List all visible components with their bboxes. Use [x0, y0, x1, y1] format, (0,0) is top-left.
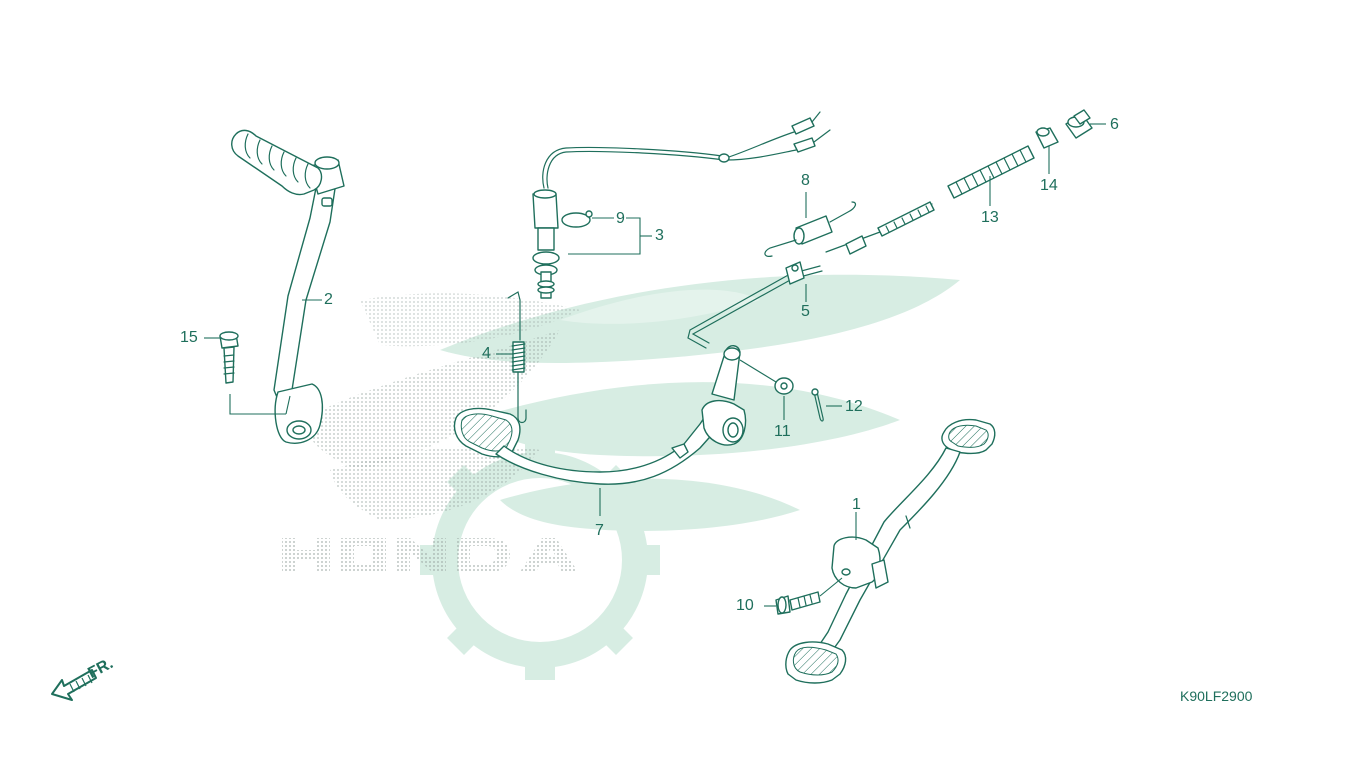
step-pedal-assembly — [785, 418, 996, 684]
cotter-pin — [811, 388, 824, 422]
step-pedal-bolt — [775, 591, 821, 615]
leader-15-bracket — [229, 394, 286, 415]
honda-wing-logo-watermark — [282, 274, 960, 680]
kick-starter-arm — [231, 129, 345, 444]
callout-15: 15 — [180, 329, 198, 346]
brake-pedal-return-spring — [507, 291, 527, 424]
callout-5: 5 — [801, 303, 810, 320]
callout-9: 9 — [616, 210, 625, 227]
callout-13: 13 — [981, 209, 999, 226]
brake-rod — [825, 201, 935, 255]
brake-rod-joint — [1035, 127, 1059, 149]
kick-arm-bolt — [219, 331, 239, 384]
brake-adjusting-nut — [1065, 109, 1093, 139]
stop-switch-assembly — [532, 111, 831, 299]
callout-6: 6 — [1110, 116, 1119, 133]
brake-rod-spring — [947, 145, 1035, 199]
brake-rod-arm — [687, 261, 823, 349]
front-direction-arrow-icon — [51, 669, 97, 701]
brake-pedal-washer — [774, 377, 794, 395]
callout-7: 7 — [595, 522, 604, 539]
callout-4: 4 — [482, 345, 491, 362]
callout-1: 1 — [852, 496, 861, 513]
brake-switch-spring — [764, 201, 857, 257]
callout-2: 2 — [324, 291, 333, 308]
seal-washer — [561, 210, 593, 228]
callout-12: 12 — [845, 398, 863, 415]
callout-3: 3 — [655, 227, 664, 244]
callout-11: 11 — [774, 423, 791, 440]
brake-pedal — [453, 345, 747, 485]
diagram-code: K90LF2900 — [1180, 688, 1253, 704]
callout-8: 8 — [801, 172, 810, 189]
callout-10: 10 — [736, 597, 754, 614]
callout-14: 14 — [1040, 177, 1058, 194]
